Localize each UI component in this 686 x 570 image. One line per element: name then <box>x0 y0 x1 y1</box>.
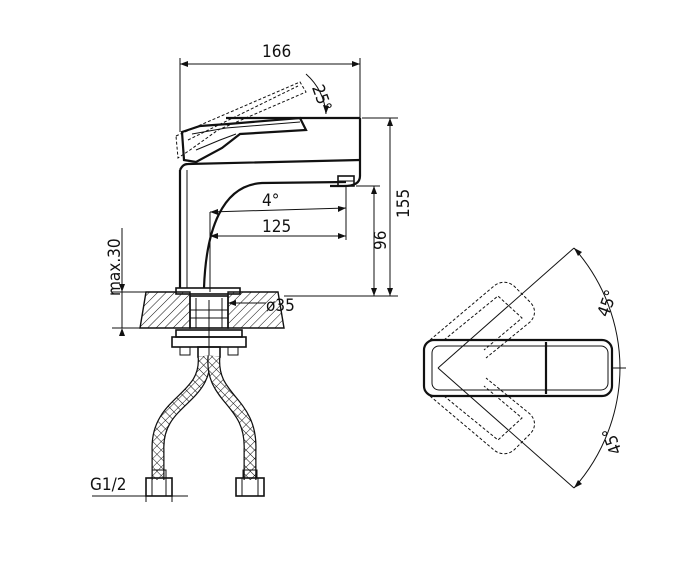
dim-155-label: 155 <box>394 189 414 218</box>
thread-callout: G1/2 <box>90 475 188 502</box>
dim-max-thickness: max.30 <box>105 228 146 336</box>
countertop-section <box>139 291 285 329</box>
dim-166-label: 166 <box>262 42 291 62</box>
lever-raised <box>175 81 307 159</box>
dim-hole-diameter: ø35 <box>228 296 295 316</box>
top-view: 45° 45° <box>422 247 627 489</box>
dim-lever-tilt: 25° <box>305 73 335 114</box>
side-view: 166 25° 155 96 <box>90 42 414 502</box>
dim-125-label: 125 <box>262 217 291 237</box>
top-body <box>422 338 614 398</box>
rotation-up-label: 45° <box>594 287 622 319</box>
rotation-arcs: 45° 45° <box>437 247 627 489</box>
dim-total-height: 155 <box>284 117 414 297</box>
flexible-hoses <box>145 355 265 497</box>
rotation-down-label: 45° <box>599 425 627 457</box>
lever-rotated-down <box>429 377 535 455</box>
dim-spout-reach: 125 <box>209 212 346 292</box>
dim-4deg-label: 4° <box>262 191 279 211</box>
dim-96-label: 96 <box>371 231 391 250</box>
dim-spout-height: 96 <box>356 185 391 296</box>
dim-spout-angle: 4° <box>209 186 347 240</box>
faucet-body <box>175 116 362 295</box>
dim-25-label: 25° <box>307 82 335 114</box>
lever-rotated-up <box>429 281 535 359</box>
thread-label: G1/2 <box>90 475 126 495</box>
dim-d35-label: ø35 <box>266 296 295 316</box>
dim-width-total: 166 <box>179 42 361 132</box>
fixing-assembly <box>171 300 247 362</box>
dim-max30-label: max.30 <box>105 238 125 296</box>
